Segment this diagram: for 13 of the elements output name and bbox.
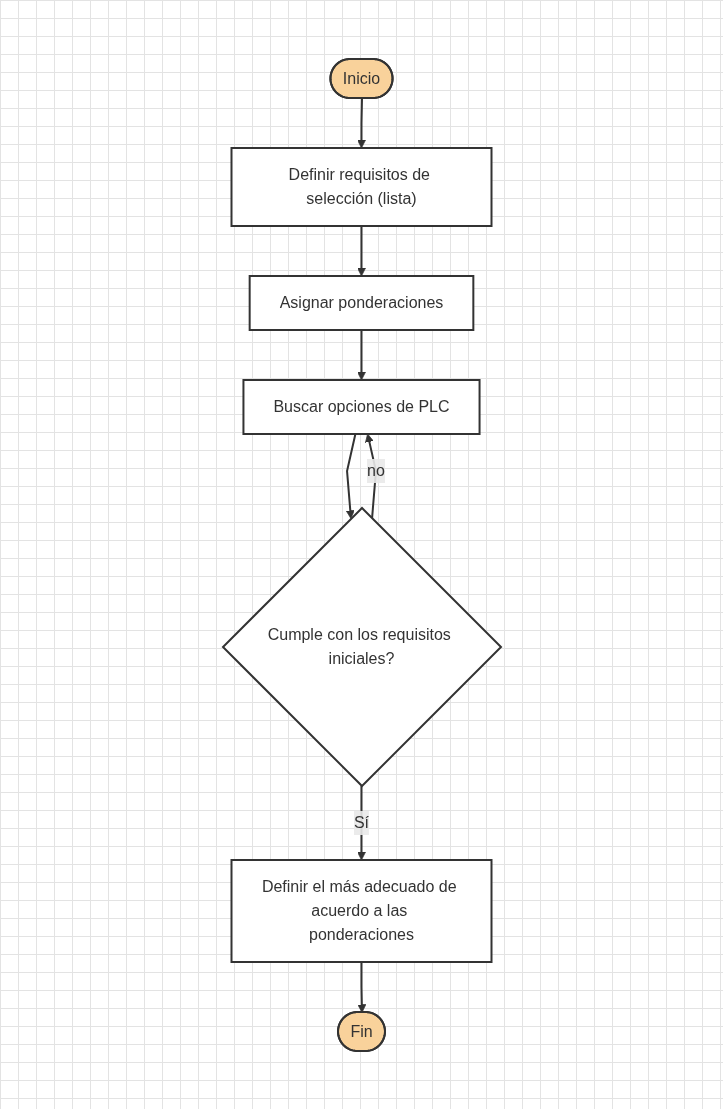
node-box: Definir requisitos de selección (lista) bbox=[230, 146, 492, 227]
edge-label: no bbox=[366, 461, 385, 479]
arrow bbox=[356, 960, 366, 1013]
node-box: Asignar ponderaciones bbox=[248, 274, 474, 331]
arrow bbox=[356, 328, 366, 380]
edge-label: Sí bbox=[353, 813, 369, 831]
arrow bbox=[356, 224, 366, 276]
node-box: Buscar opciones de PLC bbox=[241, 378, 481, 435]
arrow bbox=[345, 432, 356, 519]
arrow bbox=[364, 433, 377, 520]
node-box: Definir el más adecuado de acuerdo a las ponderaciones bbox=[230, 858, 492, 963]
node-diamond: Cumple con los requisitos iniciales? bbox=[221, 506, 502, 787]
arrow bbox=[356, 97, 366, 148]
